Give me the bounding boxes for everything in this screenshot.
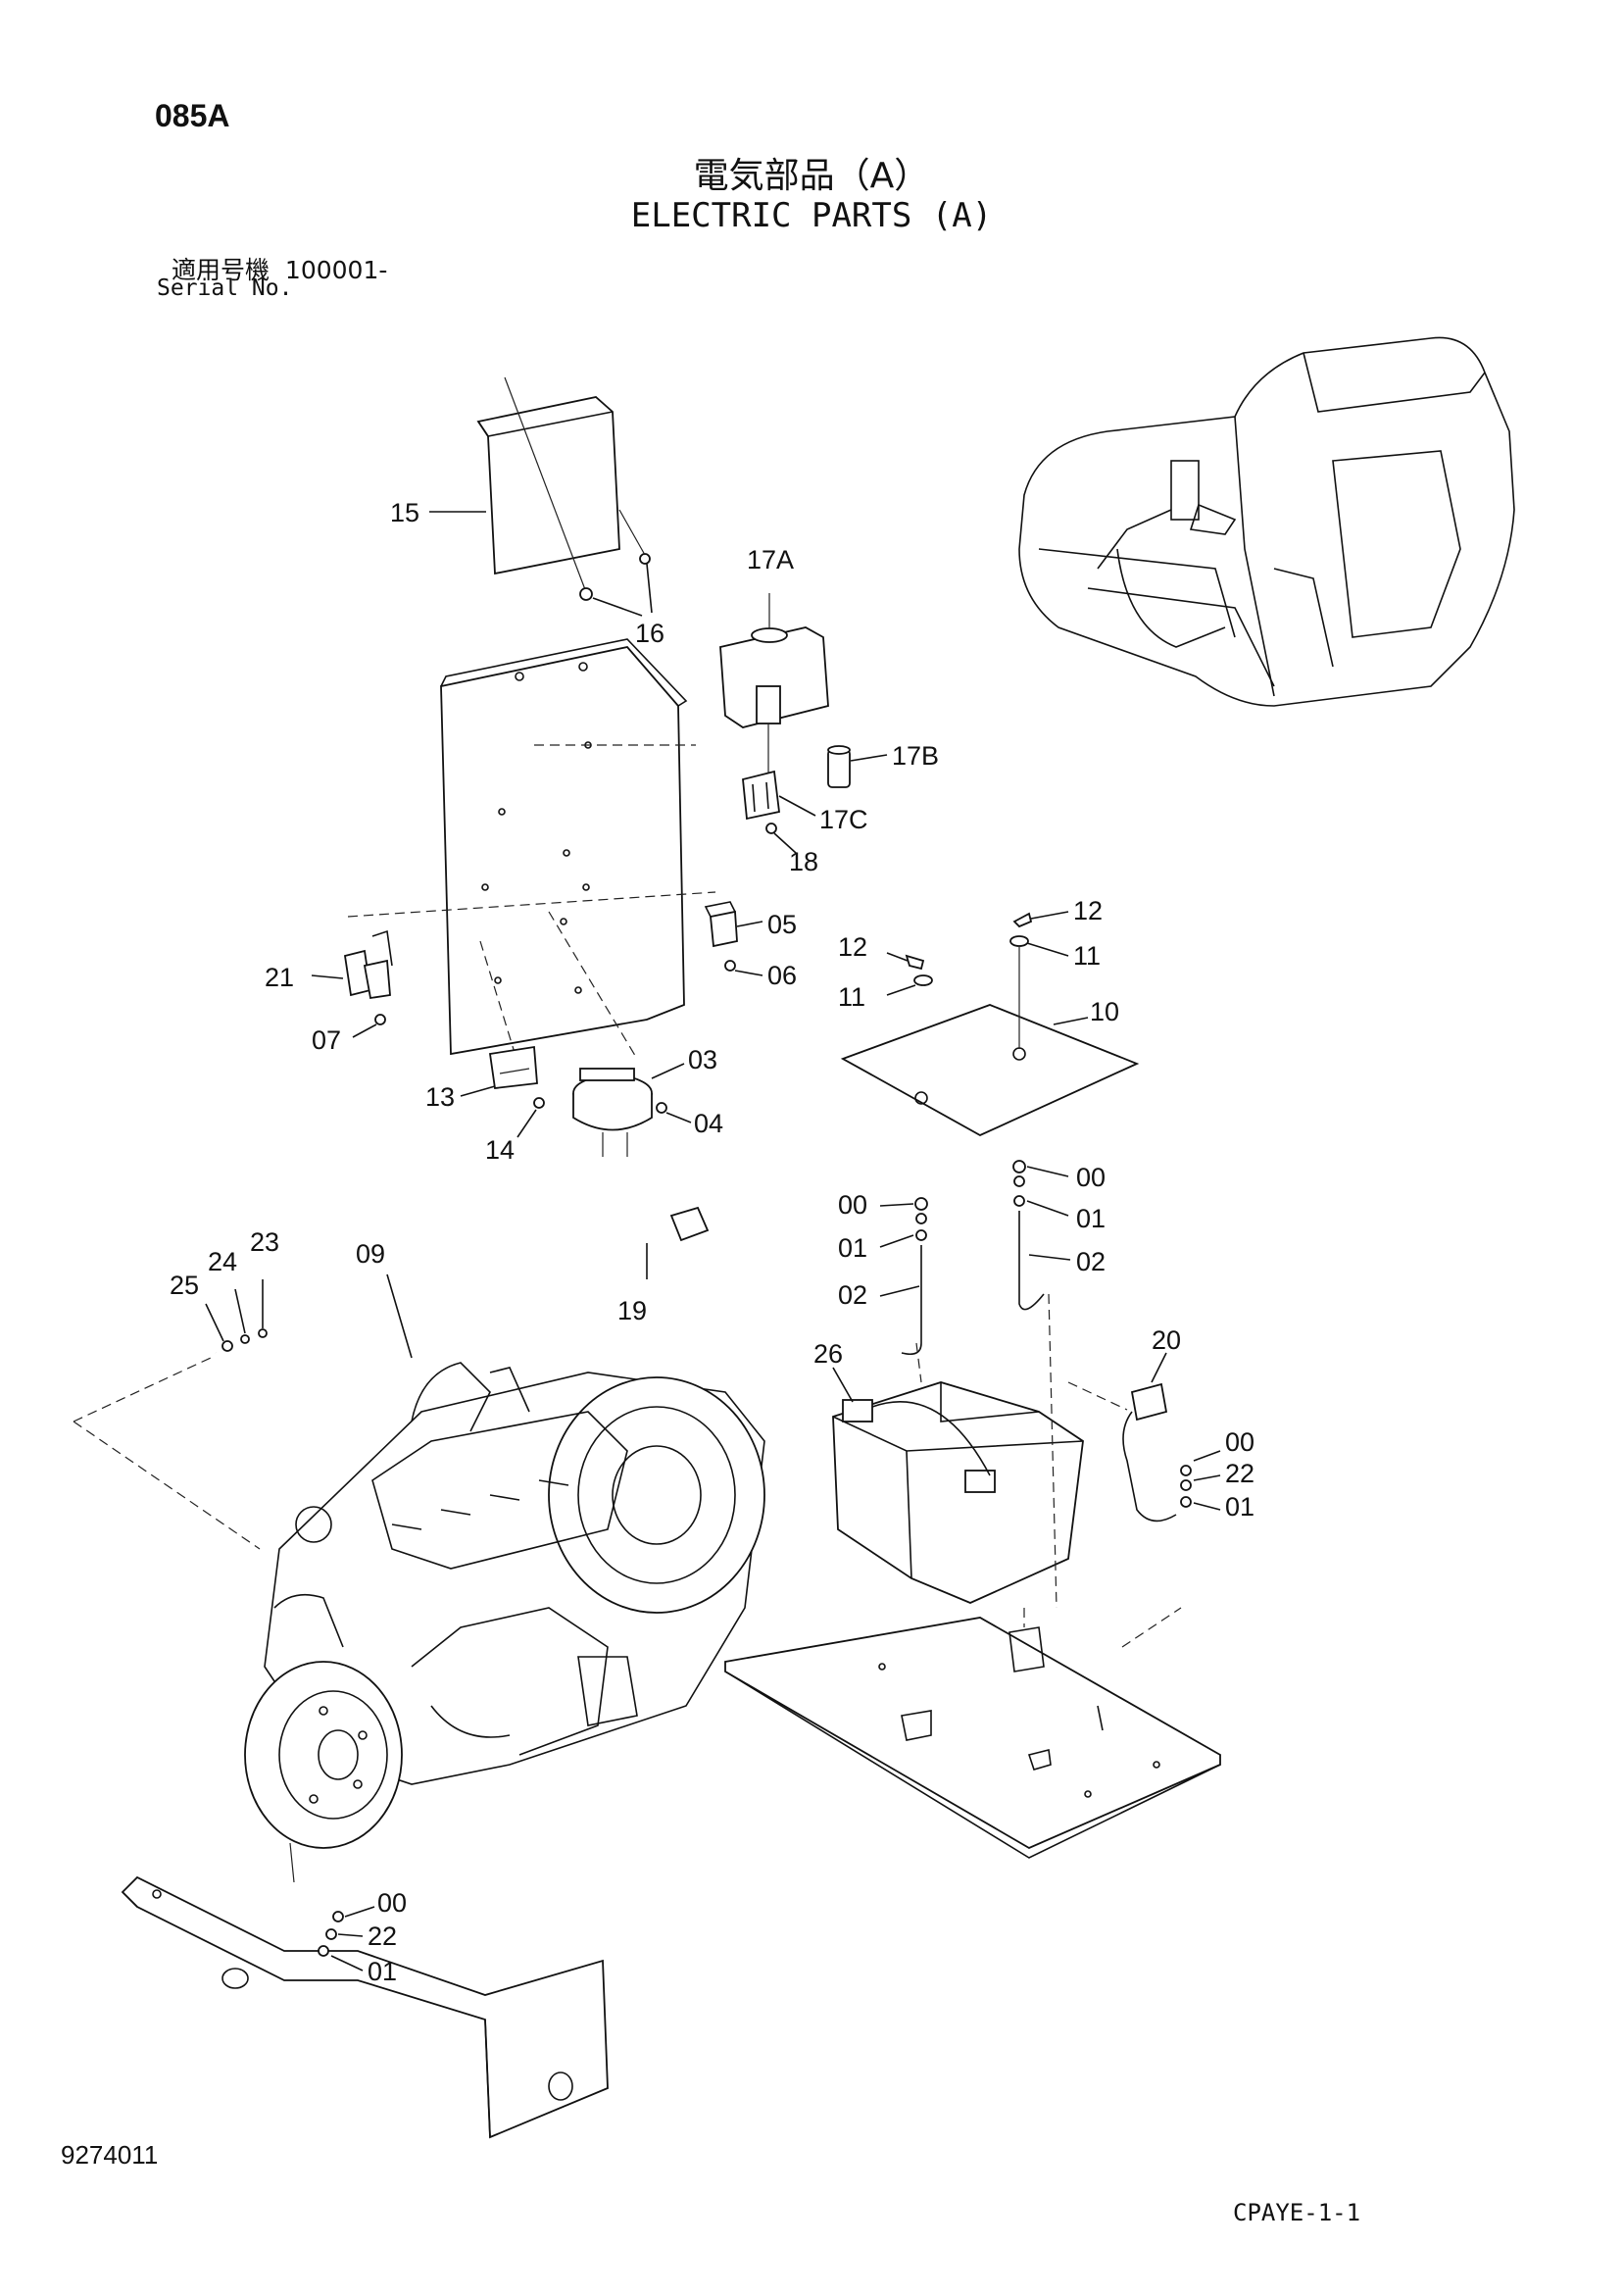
serial-label-jp-text: 適用号機 xyxy=(172,256,270,284)
callout-21: 21 xyxy=(265,963,294,992)
callout-01-rod-right: 01 xyxy=(1076,1204,1106,1233)
cable-20 xyxy=(1067,1352,1221,1522)
solenoid-03 xyxy=(572,1063,692,1157)
relay-21 xyxy=(311,929,393,1038)
callout-labels: 15 16 17A 17B 17C 18 12 11 12 11 10 05 0… xyxy=(170,498,1254,1986)
callout-12-right: 12 xyxy=(1073,896,1103,925)
callout-01-bracket: 01 xyxy=(368,1957,397,1986)
callout-02-rod-left: 02 xyxy=(838,1280,867,1310)
callout-00-rod-left: 00 xyxy=(838,1190,867,1220)
terminal-hardware-23-24-25 xyxy=(205,1279,268,1352)
hardware-11-12 xyxy=(886,911,1069,1049)
callout-22-bracket: 22 xyxy=(368,1922,397,1951)
callout-14: 14 xyxy=(485,1135,515,1165)
engine-support-bracket xyxy=(121,1842,609,2139)
battery-floor-plate xyxy=(724,1607,1221,1859)
callout-05: 05 xyxy=(767,910,797,939)
hold-down-rod-left xyxy=(879,1197,928,1356)
switch-05 xyxy=(704,901,763,976)
callout-17C: 17C xyxy=(819,805,868,834)
callout-02-rod-right: 02 xyxy=(1076,1247,1106,1276)
callout-20: 20 xyxy=(1152,1325,1181,1355)
callout-01-cable: 01 xyxy=(1225,1492,1254,1522)
document-number: 9274011 xyxy=(61,2140,159,2170)
callout-17B: 17B xyxy=(892,741,939,771)
callout-06: 06 xyxy=(767,961,797,990)
callout-19: 19 xyxy=(617,1296,647,1325)
main-mounting-panel xyxy=(347,638,716,1070)
callout-13: 13 xyxy=(425,1082,455,1112)
callout-11-right: 11 xyxy=(1073,941,1101,971)
callout-11-left: 11 xyxy=(838,982,865,1012)
callout-22-cable: 22 xyxy=(1225,1459,1254,1488)
serial-label-jp: 適用号機 100001- xyxy=(172,251,387,286)
callout-15: 15 xyxy=(390,498,419,527)
callout-16: 16 xyxy=(635,619,664,648)
relay-box-17A xyxy=(719,593,829,774)
callout-00-rod-right: 00 xyxy=(1076,1163,1106,1192)
cable-19 xyxy=(622,1156,710,1279)
bracket-13 xyxy=(460,1045,545,1138)
cover-plate-15 xyxy=(429,376,653,617)
batteries-26 xyxy=(832,1293,1084,1609)
catalog-code: CPAYE-1-1 xyxy=(1233,2199,1361,2226)
callout-12-left: 12 xyxy=(838,932,867,962)
holder-17C xyxy=(742,770,816,854)
callout-04: 04 xyxy=(694,1109,723,1138)
callout-26: 26 xyxy=(813,1339,843,1369)
cable-09 xyxy=(214,1156,605,1481)
callout-00-bracket: 00 xyxy=(377,1888,407,1918)
callout-18: 18 xyxy=(789,847,818,876)
cab-overview-illustration xyxy=(1018,336,1515,707)
callout-01-rod-left: 01 xyxy=(838,1233,867,1263)
serial-label-en: Serial No. xyxy=(157,275,293,301)
serial-value: 100001- xyxy=(284,256,388,284)
title-english: ELECTRIC PARTS (A) xyxy=(630,196,993,235)
callout-00-cable: 00 xyxy=(1225,1427,1254,1457)
callout-17A: 17A xyxy=(747,545,794,574)
hold-down-rod-right xyxy=(1012,1160,1071,1311)
callout-09: 09 xyxy=(356,1239,385,1269)
callout-24: 24 xyxy=(208,1247,237,1276)
callout-07: 07 xyxy=(312,1025,341,1055)
callout-10: 10 xyxy=(1090,997,1119,1026)
engine-assembly xyxy=(73,1357,765,1849)
title-japanese: 電気部品（A） xyxy=(693,156,930,196)
fuse-17B xyxy=(827,745,888,788)
callout-03: 03 xyxy=(688,1045,717,1074)
page-code: 085A xyxy=(155,98,230,133)
battery-cover-10 xyxy=(840,1004,1140,1137)
callout-25: 25 xyxy=(170,1271,199,1300)
callout-23: 23 xyxy=(250,1227,279,1257)
